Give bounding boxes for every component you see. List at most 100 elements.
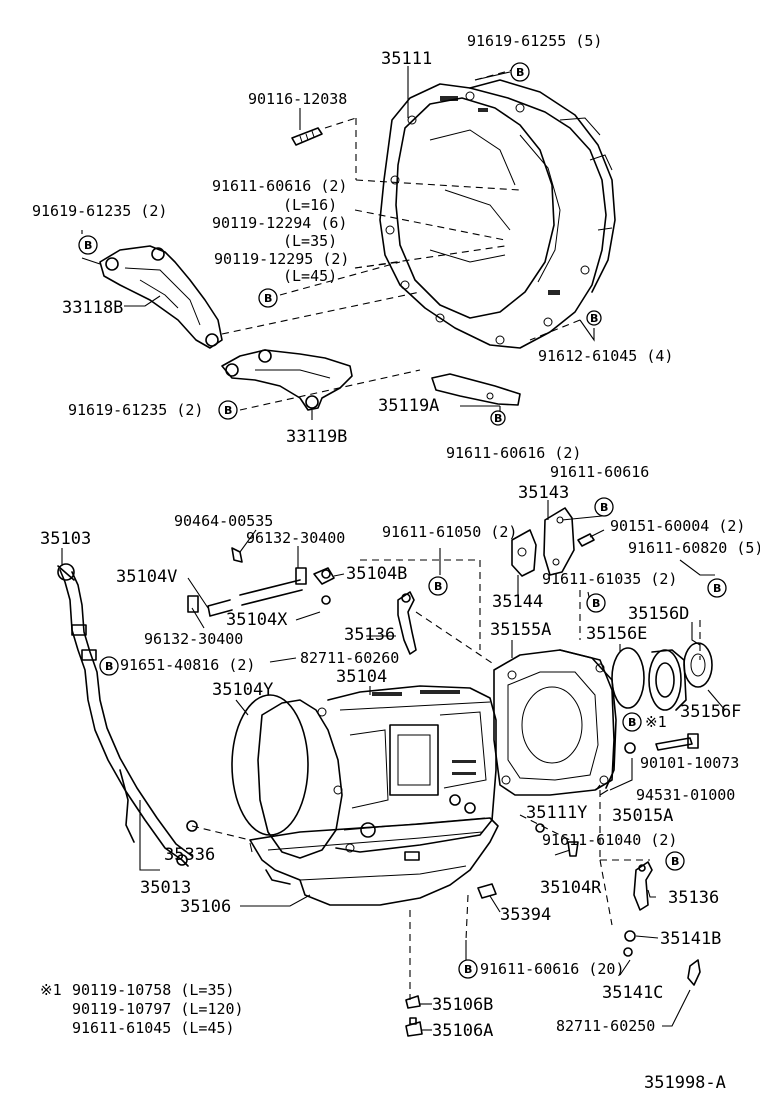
label-90101-10073: 90101-10073 <box>640 754 739 772</box>
svg-text:B: B <box>600 501 608 514</box>
label-91611-61035: 91611-61035 (2) <box>542 570 677 588</box>
label-91611-60616-c: 91611-60616 <box>550 463 649 481</box>
bolt-marker-9: B <box>707 578 727 598</box>
svg-text:B: B <box>264 292 272 305</box>
dipstick-tube <box>57 563 198 867</box>
label-35141b: 35141B <box>660 929 721 949</box>
label-91611-60616-b: 91611-60616 (2) <box>446 444 581 462</box>
label-35336: 35336 <box>164 845 215 865</box>
label-35156d: 35156D <box>628 604 689 624</box>
bolt-marker-2: B <box>78 235 98 255</box>
bolt-marker-4: B <box>586 310 602 326</box>
label-35156f: 35156F <box>680 702 741 722</box>
bolt-marker-14: B <box>458 959 478 979</box>
manual-shift-lever <box>397 591 417 655</box>
label-91611-60820: 91611-60820 (5) <box>628 539 760 557</box>
label-35104: 35104 <box>336 667 387 687</box>
label-35104y: 35104Y <box>212 680 273 700</box>
footnote-marker: ※1 <box>40 981 62 999</box>
bolt-marker-3: B <box>258 288 278 308</box>
bolt-marker-12: B <box>622 712 642 732</box>
label-91619-61235-a: 91619-61235 (2) <box>32 202 167 220</box>
label-90116-12038: 90116-12038 <box>248 90 347 108</box>
bolt-marker-13: B <box>665 851 685 871</box>
seal-gasket-set <box>611 642 713 711</box>
footnote-line-1: 90119-10758 (L=35) <box>72 981 235 999</box>
cover-plate <box>511 507 595 577</box>
pan-magnets-drain <box>405 883 497 1037</box>
label-l35: (L=35) <box>283 232 337 250</box>
label-91611-61040: 91611-61040 (2) <box>542 831 677 849</box>
label-35106b: 35106B <box>432 995 493 1015</box>
svg-text:B: B <box>464 963 472 976</box>
bracket-33119b <box>221 349 353 411</box>
label-35104r: 35104R <box>540 878 602 898</box>
converter-housing <box>379 79 616 349</box>
label-35111y: 35111Y <box>526 803 587 823</box>
label-mark-1: ※1 <box>645 713 667 731</box>
plate-35119a <box>431 373 521 406</box>
label-91619-61255: 91619-61255 (5) <box>467 32 602 50</box>
bolt-marker-8: B <box>428 576 448 596</box>
label-33118b: 33118B <box>62 298 123 318</box>
label-l45: (L=45) <box>283 267 337 285</box>
label-35111: 35111 <box>381 49 432 69</box>
bracket-33118b <box>99 245 223 349</box>
label-35104b: 35104B <box>346 564 407 584</box>
footnote-line-3: 91611-61045 (L=45) <box>72 1019 235 1037</box>
svg-text:B: B <box>592 597 600 610</box>
label-35143: 35143 <box>518 483 569 503</box>
bolt-marker-11: B <box>99 656 119 676</box>
label-35104x: 35104X <box>226 610 288 630</box>
breather-hose <box>187 547 335 617</box>
bolt-marker-5: B <box>218 400 238 420</box>
label-91619-61235-b: 91619-61235 (2) <box>68 401 203 419</box>
svg-text:B: B <box>590 312 598 325</box>
svg-text:B: B <box>224 404 232 417</box>
svg-text:B: B <box>628 716 636 729</box>
transmission-case <box>231 685 497 859</box>
label-35104v: 35104V <box>116 567 177 587</box>
label-35103: 35103 <box>40 529 91 549</box>
label-35136-a: 35136 <box>344 625 395 645</box>
extension-housing <box>493 649 617 796</box>
label-35015a: 35015A <box>612 806 673 826</box>
label-82711-60250: 82711-60250 <box>556 1017 655 1035</box>
label-35106a: 35106A <box>432 1021 493 1041</box>
lever-lower <box>633 861 653 911</box>
label-96132-30400-b: 96132-30400 <box>144 630 243 648</box>
label-l16: (L=16) <box>283 196 337 214</box>
label-35136-b: 35136 <box>668 888 719 908</box>
label-35119a: 35119A <box>378 396 439 416</box>
label-90464-00535: 90464-00535 <box>174 512 273 530</box>
bolt-marker-6: B <box>490 410 506 426</box>
label-94531-01000: 94531-01000 <box>636 786 735 804</box>
bolt-marker-7: B <box>594 497 614 517</box>
label-91611-60616-d: 91611-60616 (20) <box>480 960 625 978</box>
label-35106: 35106 <box>180 897 231 917</box>
bolt-assembly <box>624 733 699 754</box>
bolt-marker-1: B <box>510 62 530 82</box>
label-91651-40816: 91651-40816 (2) <box>120 656 255 674</box>
bolt-marker-10: B <box>586 593 606 613</box>
footnote-line-2: 90119-10797 (L=120) <box>72 1000 244 1018</box>
label-35141c: 35141C <box>602 983 663 1003</box>
svg-text:B: B <box>516 66 524 79</box>
label-90151-60004: 90151-60004 (2) <box>610 517 745 535</box>
label-91611-60616-a: 91611-60616 (2) <box>212 177 347 195</box>
label-35144: 35144 <box>492 592 543 612</box>
label-35013: 35013 <box>140 878 191 898</box>
label-35155a: 35155A <box>490 620 551 640</box>
label-35394: 35394 <box>500 905 551 925</box>
oil-pan <box>249 817 499 906</box>
label-82711-60260: 82711-60260 <box>300 649 399 667</box>
label-91612-61045: 91612-61045 (4) <box>538 347 673 365</box>
label-33119b: 33119B <box>286 427 347 447</box>
label-96132-30400-a: 96132-30400 <box>246 529 345 547</box>
svg-text:B: B <box>105 660 113 673</box>
svg-text:B: B <box>84 239 92 252</box>
label-90119-12294: 90119-12294 (6) <box>212 214 347 232</box>
svg-text:B: B <box>434 580 442 593</box>
